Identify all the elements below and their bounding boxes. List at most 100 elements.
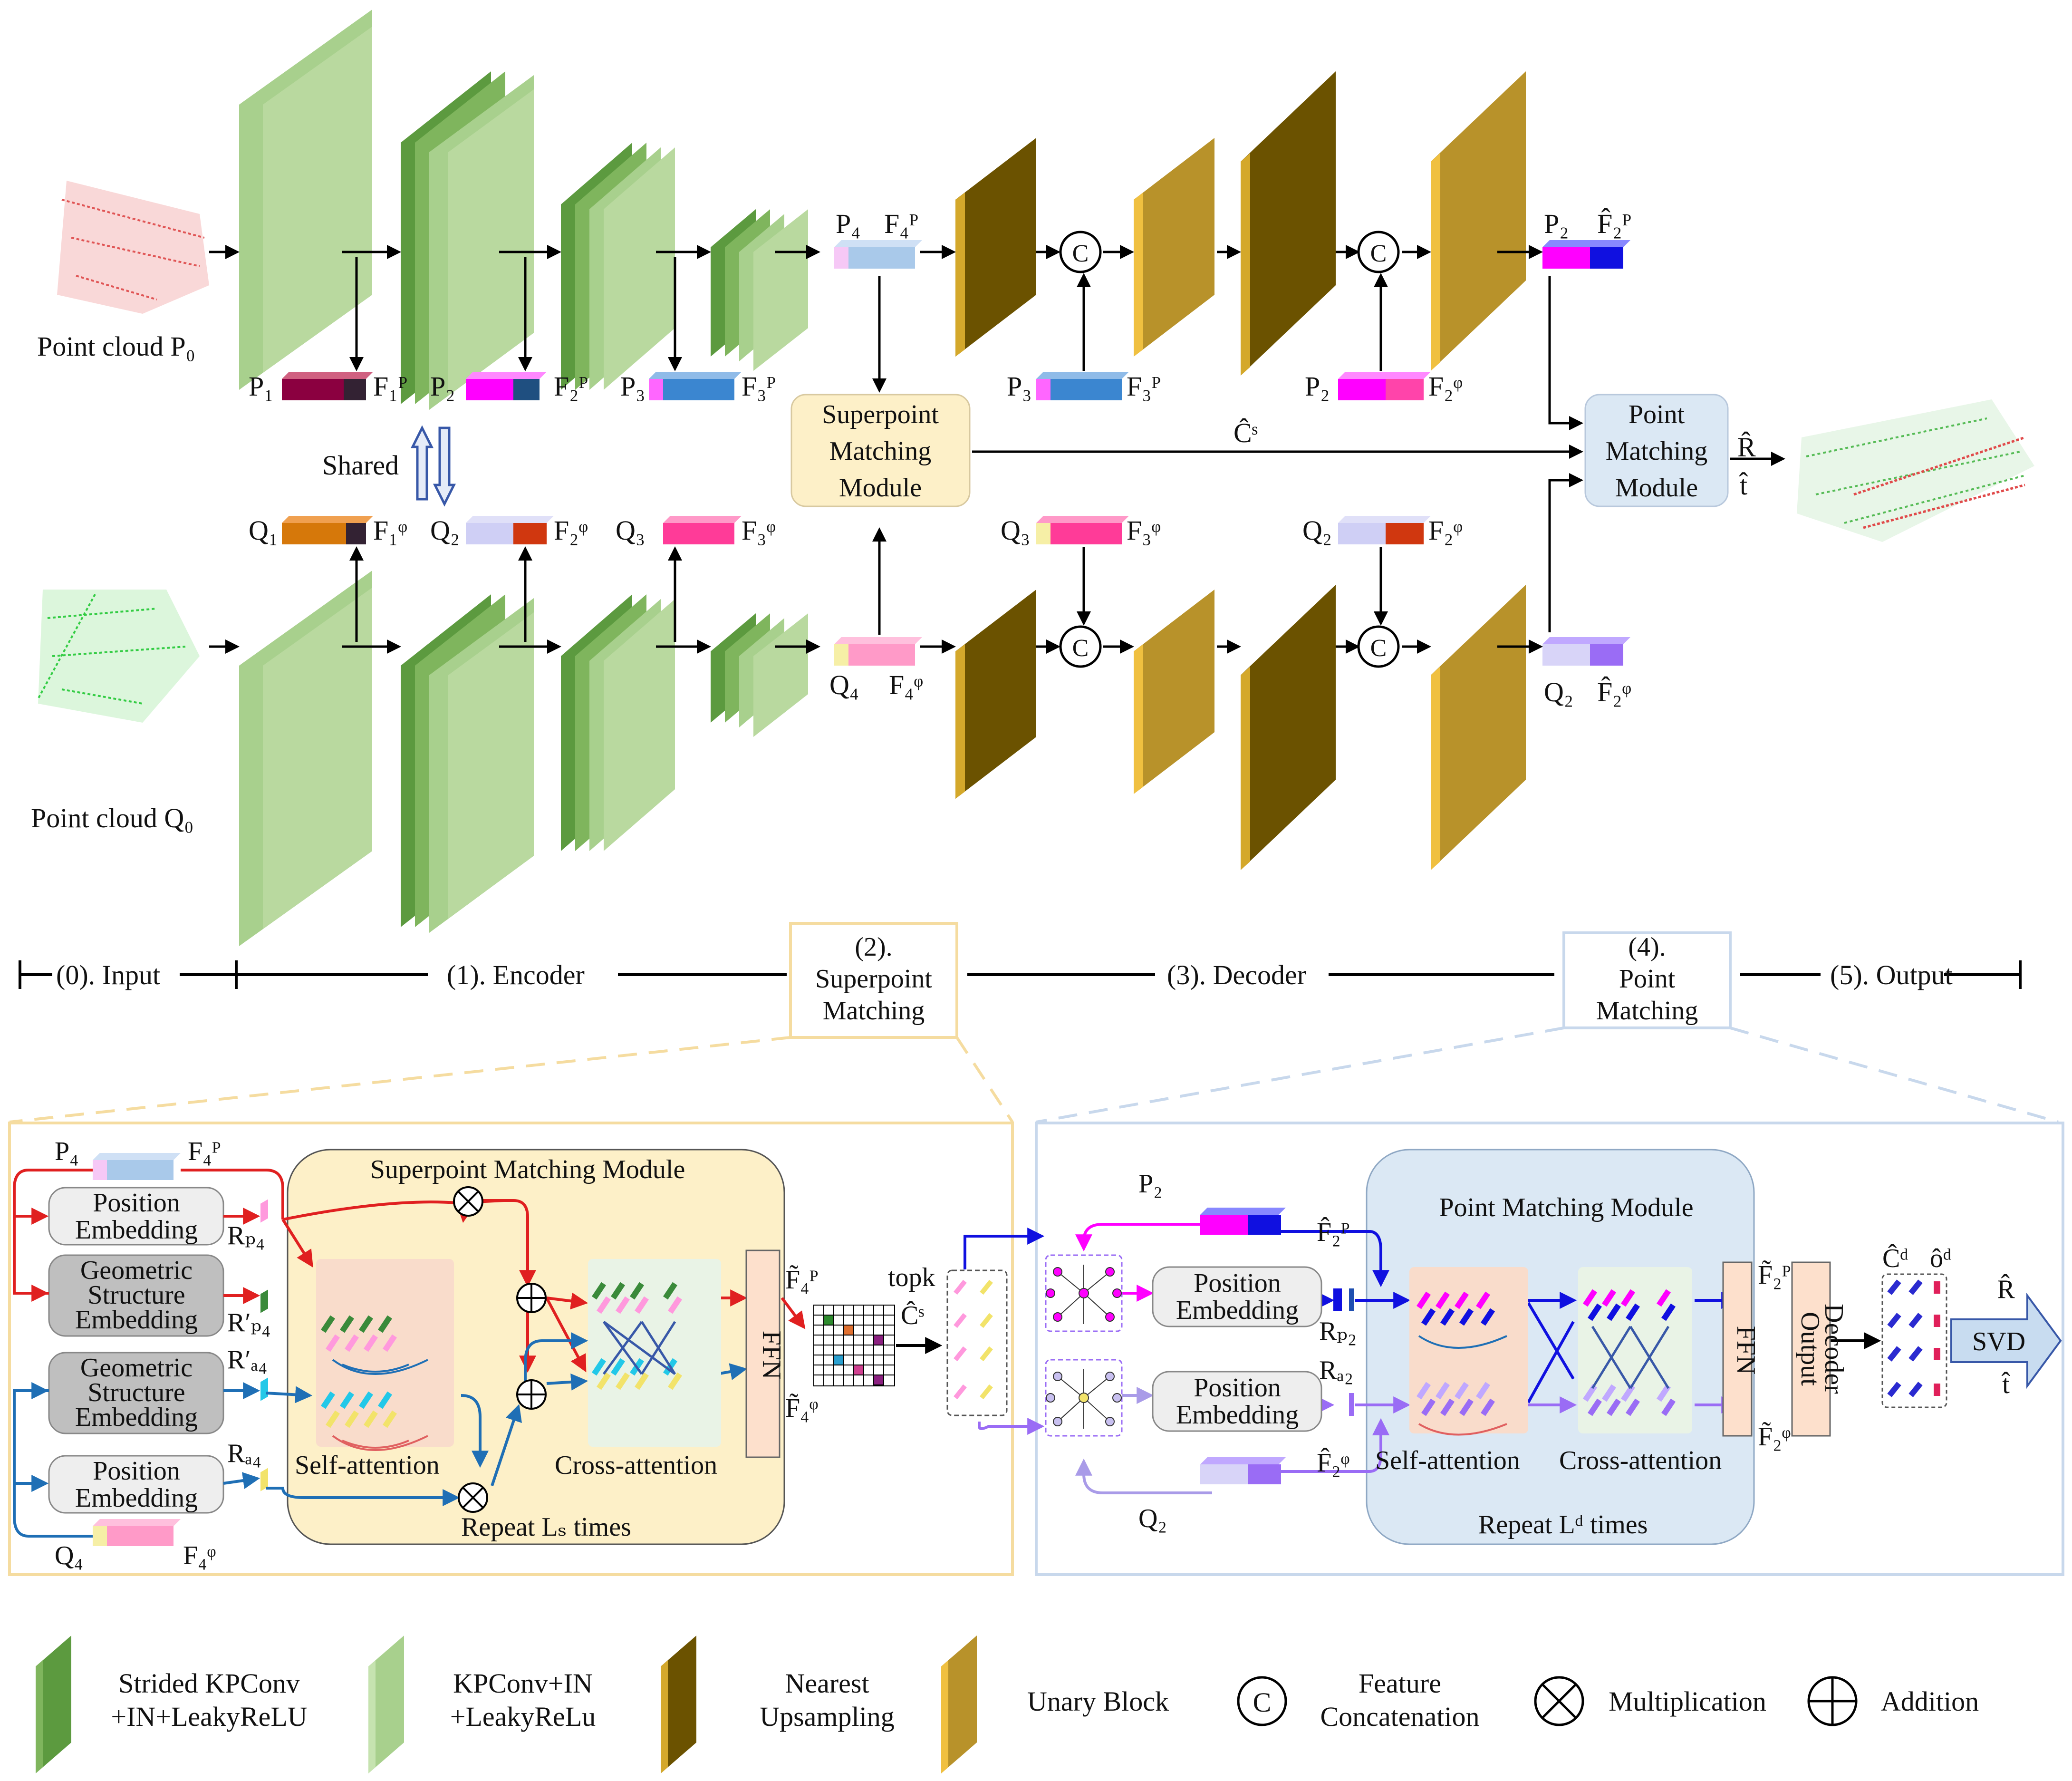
superpoint-module-line2: Matching (829, 436, 932, 466)
bl-cross-attention-tokens (592, 1282, 682, 1390)
bl-geo-emb-1-line3: Embedding (75, 1305, 198, 1335)
bl-repeat-label: Repeat Lₛ times (461, 1512, 631, 1542)
bl-module-title: Superpoint Matching Module (370, 1155, 685, 1184)
bl-ffn-box (745, 1249, 781, 1458)
bl-p4-bar (93, 1160, 107, 1180)
bl-label-rq4: Rₐ₄ (227, 1439, 261, 1468)
bl-label-rq4-prime: R′ₐ₄ (227, 1345, 267, 1374)
bl-ffn-label: FFN (757, 1331, 786, 1380)
bl-geo-emb-2-line1: Geometric (80, 1353, 193, 1383)
br-label-f2p-tilde: F̃₂ᴾ (1758, 1260, 1791, 1290)
stage-decoder: (3). Decoder (1167, 959, 1306, 990)
shared-label: Shared (322, 450, 399, 481)
bl-geo-emb-2-line2: Structure (87, 1378, 185, 1407)
legend-kpconv-line2: +LeakyReLu (450, 1701, 596, 1732)
label-dec-f3p: F₃ᴾ (1127, 371, 1161, 402)
br-graph-p-nodes (1046, 1265, 1122, 1324)
br-rp2-marker (1333, 1288, 1342, 1311)
point-module-line3: Module (1615, 473, 1698, 503)
label-out-f2p: F̂₂ᴾ (1597, 208, 1631, 239)
legend-concat-line1: Feature (1359, 1668, 1441, 1699)
stage-point-line1: (4). (1628, 932, 1666, 962)
point-module-line2: Matching (1606, 436, 1708, 466)
label-p2: P₂ (430, 371, 455, 402)
bl-rq4-marker (260, 1468, 268, 1491)
bl-self-attention-tokens (321, 1315, 428, 1451)
stage-point-line3: Matching (1596, 996, 1698, 1026)
concat-symbol-1: C (1072, 240, 1089, 267)
label-f4p: F₄ᴾ (884, 208, 918, 239)
connector-right-b (1730, 1026, 2059, 1123)
bl-rp4-prime-marker (260, 1289, 268, 1313)
connector-left-a (9, 1036, 791, 1123)
bl-label-f4p-tilde: F̃₄ᴾ (785, 1265, 818, 1295)
stage-output: (5). Output (1830, 959, 1953, 990)
point-module-line1: Point (1629, 400, 1685, 429)
br-label-rp2: Rₚ₂ (1319, 1316, 1357, 1346)
bl-label-f4q: F₄ᵠ (183, 1541, 216, 1570)
br-self-attention-label: Self-attention (1375, 1446, 1520, 1475)
top-arrows (209, 245, 1785, 654)
br-svd-label: SVD (1972, 1327, 2025, 1356)
bl-label-f4q-tilde: F̃₄ᵠ (785, 1393, 818, 1423)
br-repeat-label: Repeat Lᵈ times (1478, 1510, 1648, 1539)
br-label-t-hat: t̂ (2002, 1370, 2010, 1399)
encoder-q-blocks (239, 571, 808, 946)
stage-point-line2: Point (1619, 964, 1676, 994)
stage-superpoint-line2: Superpoint (815, 964, 932, 994)
bl-label-rp4: Rₚ₄ (227, 1221, 265, 1250)
bl-geo-emb-1-line1: Geometric (80, 1256, 193, 1285)
bl-self-attention-label: Self-attention (295, 1451, 440, 1480)
br-label-q2: Q₂ (1138, 1504, 1167, 1533)
bl-geo-emb-1-line2: Structure (87, 1280, 185, 1310)
bl-cross-attention-label: Cross-attention (555, 1451, 717, 1480)
br-ffn-box (1722, 1261, 1753, 1437)
bl-pos-emb-2-line1: Position (93, 1456, 180, 1486)
br-module-title: Point Matching Module (1439, 1193, 1693, 1222)
label-f1q: F₁ᵠ (373, 515, 407, 546)
bl-geo-emb-2 (48, 1352, 224, 1434)
label-q2: Q₂ (430, 515, 460, 546)
bl-label-q4: Q₄ (55, 1541, 83, 1570)
superpoint-module-box (790, 394, 971, 507)
br-rq2-marker (1349, 1393, 1354, 1416)
decoder-q-blocks (955, 585, 1526, 870)
legend-add-label: Addition (1881, 1686, 1979, 1717)
legend-upsample-line2: Upsampling (760, 1701, 895, 1732)
bl-blue-paths (13, 1332, 748, 1538)
registered-point-cloud-image (1797, 399, 2034, 542)
superpoint-module-line1: Superpoint (822, 400, 939, 429)
label-dec-p3: P₃ (1007, 371, 1031, 402)
legend-mult-label: Multiplication (1609, 1686, 1766, 1717)
label-dec-q2: Q₂ (1302, 515, 1332, 546)
label-q3: Q₃ (616, 515, 645, 546)
label-f1p: F₁ᴾ (373, 371, 407, 402)
connector-left-b (955, 1036, 1014, 1123)
legend-strided-line2: +IN+LeakyReLU (111, 1701, 307, 1732)
br-label-rq2: Rₐ₂ (1319, 1355, 1353, 1385)
bl-q4-bar (93, 1526, 107, 1546)
bl-label-p4: P₄ (55, 1137, 79, 1166)
stage-superpoint-line1: (2). (855, 932, 892, 962)
legend-unary-swatch (941, 1636, 977, 1773)
legend (36, 1636, 1858, 1773)
legend-strided-swatch (36, 1636, 71, 1773)
stage-superpoint-box (789, 922, 958, 1039)
br-svd-arrow (1950, 1292, 2062, 1389)
label-out-q2: Q₂ (1544, 677, 1573, 707)
label-f4q: F₄ᵠ (889, 669, 923, 700)
label-r-hat-top: R̂ (1737, 432, 1756, 463)
label-t-hat-top: t̂ (1739, 470, 1748, 501)
label-dec-q3: Q₃ (1001, 515, 1030, 546)
point-cloud-p-image (57, 181, 209, 314)
bl-rp4-marker (260, 1199, 268, 1223)
legend-concat-line2: Concatenation (1320, 1701, 1479, 1732)
br-q2-bar (1200, 1464, 1248, 1484)
label-dec-p2: P₂ (1305, 371, 1330, 402)
br-label-p2: P₂ (1138, 1169, 1163, 1199)
decoder-p-blocks (955, 71, 1526, 376)
legend-strided-line1: Strided KPConv (118, 1668, 300, 1699)
br-pos-emb-1-line2: Embedding (1176, 1296, 1299, 1325)
legend-concat-symbol (1237, 1676, 1287, 1726)
